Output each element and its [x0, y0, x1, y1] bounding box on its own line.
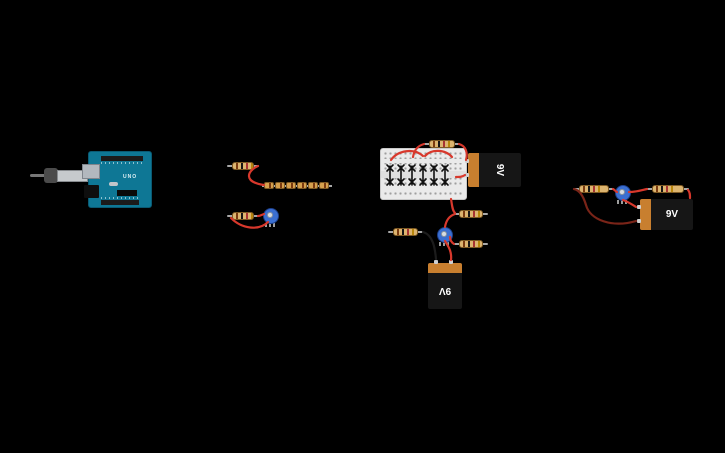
battery-9v-3[interactable]: 9V — [637, 198, 694, 231]
wire-red[interactable] — [229, 216, 270, 229]
wire-red[interactable] — [454, 173, 467, 179]
wire-dark-red[interactable] — [572, 187, 638, 225]
resistor-body — [429, 140, 455, 148]
battery-terminal[interactable] — [637, 219, 641, 223]
battery-terminal[interactable] — [465, 173, 469, 177]
battery-terminal[interactable] — [465, 159, 469, 163]
battery-9v-2[interactable]: 9V — [427, 260, 463, 310]
diode[interactable] — [419, 164, 427, 186]
resistor-6[interactable] — [454, 240, 488, 248]
wire-red[interactable] — [411, 142, 426, 159]
pot-leg — [269, 223, 271, 227]
battery-cap — [468, 153, 479, 187]
breadboard-gap — [381, 159, 466, 163]
resistor-body — [652, 185, 684, 193]
battery-cap — [428, 263, 462, 273]
wire-red[interactable] — [627, 187, 649, 194]
pot-leg — [273, 223, 275, 227]
resistor-5[interactable] — [388, 228, 423, 236]
wire-red[interactable] — [686, 188, 692, 200]
wire-black[interactable] — [421, 230, 438, 261]
diode[interactable] — [441, 164, 449, 186]
pin-header-top — [101, 156, 143, 161]
resistor-body — [459, 210, 483, 218]
small-resistor[interactable] — [308, 182, 318, 189]
wire-red[interactable] — [443, 212, 457, 229]
battery-terminal[interactable] — [449, 260, 453, 264]
resistor-8[interactable] — [647, 185, 689, 193]
pin-header-bottom — [101, 200, 139, 205]
resistor-7[interactable] — [574, 185, 614, 193]
pot-leg — [621, 200, 623, 204]
microcontroller-chip — [117, 190, 137, 196]
pin-labels-top — [101, 162, 143, 164]
pot-knob[interactable] — [441, 231, 447, 237]
resistor-body — [232, 212, 254, 220]
diode[interactable] — [408, 164, 416, 186]
pin-labels-bottom — [101, 197, 139, 199]
board-label: UNO — [123, 174, 138, 180]
small-resistor[interactable] — [297, 182, 307, 189]
battery-cap — [640, 199, 651, 230]
wire-red[interactable] — [256, 212, 266, 218]
pot-leg — [443, 242, 445, 246]
potentiometer-1[interactable] — [263, 208, 279, 227]
resistor-body — [579, 185, 609, 193]
resistor-body — [232, 162, 254, 170]
crystal-oscillator — [109, 182, 118, 186]
resistor-body — [459, 240, 483, 248]
wire-red[interactable] — [457, 142, 468, 162]
series-resistor-strip[interactable] — [262, 182, 332, 190]
small-resistor[interactable] — [319, 182, 329, 189]
breadboard-gap — [381, 187, 466, 191]
wire-red[interactable] — [443, 239, 453, 262]
diode[interactable] — [430, 164, 438, 186]
battery-9v-1[interactable]: 9V — [465, 152, 522, 188]
wire-red[interactable] — [449, 197, 457, 215]
resistor-3[interactable] — [424, 140, 460, 148]
resistor-body — [393, 228, 418, 236]
resistor-4[interactable] — [454, 210, 488, 218]
usb-port — [82, 164, 100, 179]
wire-red[interactable] — [247, 164, 266, 187]
wire-red[interactable] — [389, 150, 425, 162]
resistor-1[interactable] — [227, 162, 259, 170]
wire-red[interactable] — [621, 198, 638, 209]
pot-leg — [439, 242, 441, 246]
battery-terminal[interactable] — [434, 260, 438, 264]
wire-red[interactable] — [611, 187, 619, 194]
small-resistor[interactable] — [275, 182, 285, 189]
resistor-2[interactable] — [227, 212, 259, 220]
usb-cable[interactable] — [30, 174, 46, 177]
power-jack — [84, 185, 99, 198]
diode[interactable] — [386, 164, 394, 186]
diode[interactable] — [397, 164, 405, 186]
pot-knob[interactable] — [619, 189, 625, 195]
battery-terminal[interactable] — [637, 205, 641, 209]
pot-knob[interactable] — [267, 212, 273, 218]
usb-plug-body[interactable] — [44, 168, 58, 183]
small-resistor[interactable] — [286, 182, 296, 189]
arduino-uno-board[interactable]: UNO — [82, 151, 152, 208]
wire-red[interactable] — [423, 149, 454, 159]
potentiometer-2[interactable] — [437, 227, 453, 246]
pot-leg — [617, 200, 619, 204]
battery-label: 9V — [665, 209, 679, 220]
wire-red[interactable] — [448, 235, 456, 246]
